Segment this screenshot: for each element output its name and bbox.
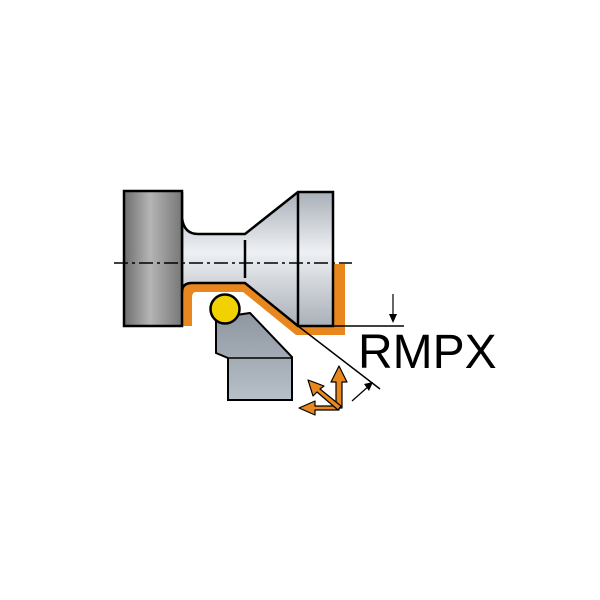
feed-direction-arrows-icon [298,365,348,416]
tool-holder [215,311,293,401]
insert-code-label: RMPX [358,326,497,379]
round-insert [209,293,241,325]
chuck-flange [122,189,184,328]
workpiece [180,190,335,328]
